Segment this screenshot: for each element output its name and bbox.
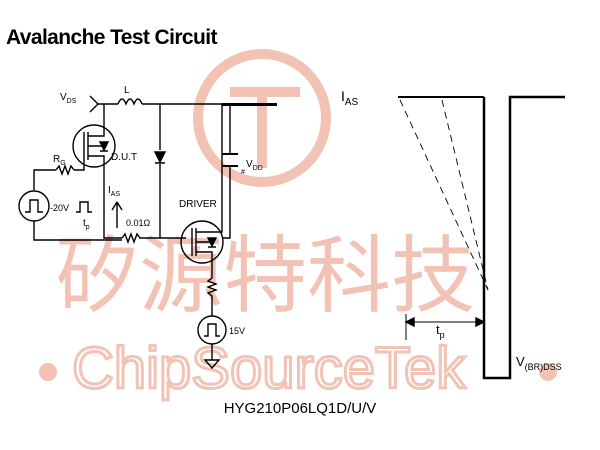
dut-mosfet-body [83, 124, 105, 168]
dut-label: D.U.T [111, 152, 137, 163]
top-rail-thick [222, 103, 277, 106]
page-title: Avalanche Test Circuit [6, 26, 217, 49]
tp-label-circuit: tp [83, 218, 90, 231]
driver-label: DRIVER [179, 199, 217, 210]
avalanche-waveform [398, 95, 565, 380]
pulse-generator-icon [18, 190, 50, 222]
watermark-dot-right [539, 363, 557, 381]
pulse-shape [25, 199, 43, 213]
supply-15v-label: 15V [229, 326, 245, 336]
watermark-dot-left [39, 363, 57, 381]
watermark-latin-text: ChipSourceTek [72, 336, 466, 401]
driver-mosfet-icon [180, 220, 224, 264]
inductor-label: L [124, 85, 130, 96]
tp-dimension-line [405, 314, 485, 340]
voltage-pulse-line [482, 95, 565, 380]
ias-label-circuit: IAS [108, 185, 120, 198]
tp-arrow-left-icon [404, 316, 415, 328]
gate-wire [74, 160, 85, 171]
inductor-icon [117, 98, 143, 106]
part-number-label: HYG210P06LQ1D/U/V [223, 400, 377, 417]
shunt-resistor-icon [121, 232, 162, 244]
driver-pulse-shape [204, 323, 220, 337]
driver-mosfet-body [191, 228, 213, 262]
vds-terminal-icon [89, 95, 99, 113]
dut-mosfet-icon [72, 124, 116, 168]
driver-pulse-icon [197, 315, 227, 345]
tp-pulse-icon [76, 201, 92, 213]
driver-to-rail-wire [212, 104, 223, 233]
tp-arrow-right-icon [475, 316, 486, 328]
driver-gate-resistor-icon [206, 262, 218, 316]
cap-mark: # [241, 169, 245, 176]
ias-probe-icon [111, 201, 123, 228]
rg-resistor-icon [55, 164, 75, 176]
ground-icon [203, 344, 221, 370]
rg-label: RG [53, 154, 66, 167]
watermark-cjk-text: 矽源特科技 [55, 229, 475, 323]
vdd-cap-wire [222, 104, 231, 239]
gate-return-wire [33, 221, 122, 241]
gate-voltage-label: -20V [50, 203, 69, 213]
gate-wire-left [33, 169, 56, 190]
current-dashed-ramp-2 [441, 99, 489, 291]
driver-diode-icon [206, 237, 218, 248]
ias-label-waveform: IAS [341, 88, 359, 108]
dut-diode-icon [98, 141, 110, 152]
current-dashed-ramp-1 [399, 99, 489, 291]
shunt-wire [103, 200, 122, 239]
vdd-label: VDD [246, 159, 263, 172]
tp-label-waveform: tp [436, 322, 445, 340]
vds-label: VDS [60, 92, 77, 105]
clamp-diode-icon [153, 151, 167, 164]
vdd-capacitor-icon [222, 153, 238, 167]
shunt-label: 0.01Ω [126, 218, 151, 228]
vbr-label-waveform: V(BR)DSS [516, 354, 562, 372]
